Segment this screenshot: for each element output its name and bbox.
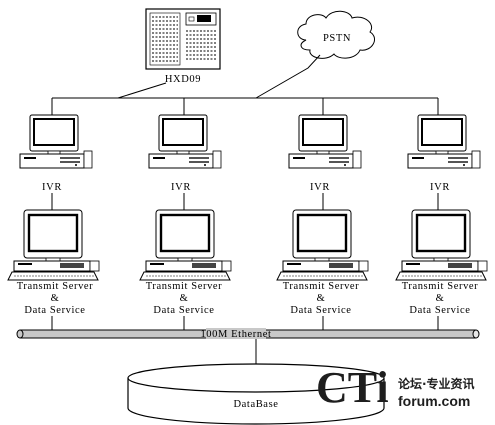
ivr-label-4: IVR: [430, 182, 450, 193]
watermark-brand: CTi: [316, 363, 389, 412]
watermark-url: forum.com: [398, 393, 470, 409]
ivr-computer-1: [19, 114, 93, 169]
ethernet-label: 100M Ethernet: [200, 329, 271, 340]
transmit-server-3: [275, 208, 370, 282]
server-label-4-line1: Transmit Server: [402, 281, 479, 292]
ethernet-drops: [51, 316, 439, 368]
transmit-server-2: [138, 208, 233, 282]
ethernet-bus: [16, 328, 480, 339]
ivr-computer-3: [288, 114, 362, 169]
server-label-3-line1: Transmit Server: [283, 281, 360, 292]
database-cylinder: [127, 363, 385, 425]
ivr-label-2: IVR: [171, 182, 191, 193]
pstn-cloud: [297, 10, 375, 59]
server-label-1-line1: Transmit Server: [17, 281, 94, 292]
server-label-2-line3: Data Service: [153, 305, 214, 316]
transmit-server-1: [6, 208, 101, 282]
cti-forum-watermark: CTi 论坛·专业资讯 forum.com: [316, 363, 475, 412]
watermark-cn: 论坛·专业资讯: [398, 376, 475, 391]
server-label-4-line2: &: [436, 293, 445, 304]
ivr-label-3: IVR: [310, 182, 330, 193]
server-label-1-line3: Data Service: [24, 305, 85, 316]
server-label-4-line3: Data Service: [409, 305, 470, 316]
server-label-2-line1: Transmit Server: [146, 281, 223, 292]
ivr-computer-4: [407, 114, 481, 169]
server-label-1-line2: &: [51, 293, 60, 304]
pstn-label: PSTN: [323, 33, 351, 44]
transmit-server-4: [394, 208, 489, 282]
hxd09-server: [145, 8, 221, 70]
database-label: DataBase: [233, 399, 278, 410]
ivr-server-links: [51, 193, 439, 210]
ivr-label-1: IVR: [42, 182, 62, 193]
ivr-row: [19, 114, 481, 169]
server-label-3-line3: Data Service: [290, 305, 351, 316]
uplink-lines: [51, 54, 439, 115]
server-row: [6, 208, 489, 282]
hxd09-label: HXD09: [165, 74, 201, 85]
server-label-3-line2: &: [317, 293, 326, 304]
server-label-2-line2: &: [180, 293, 189, 304]
ivr-computer-2: [148, 114, 222, 169]
